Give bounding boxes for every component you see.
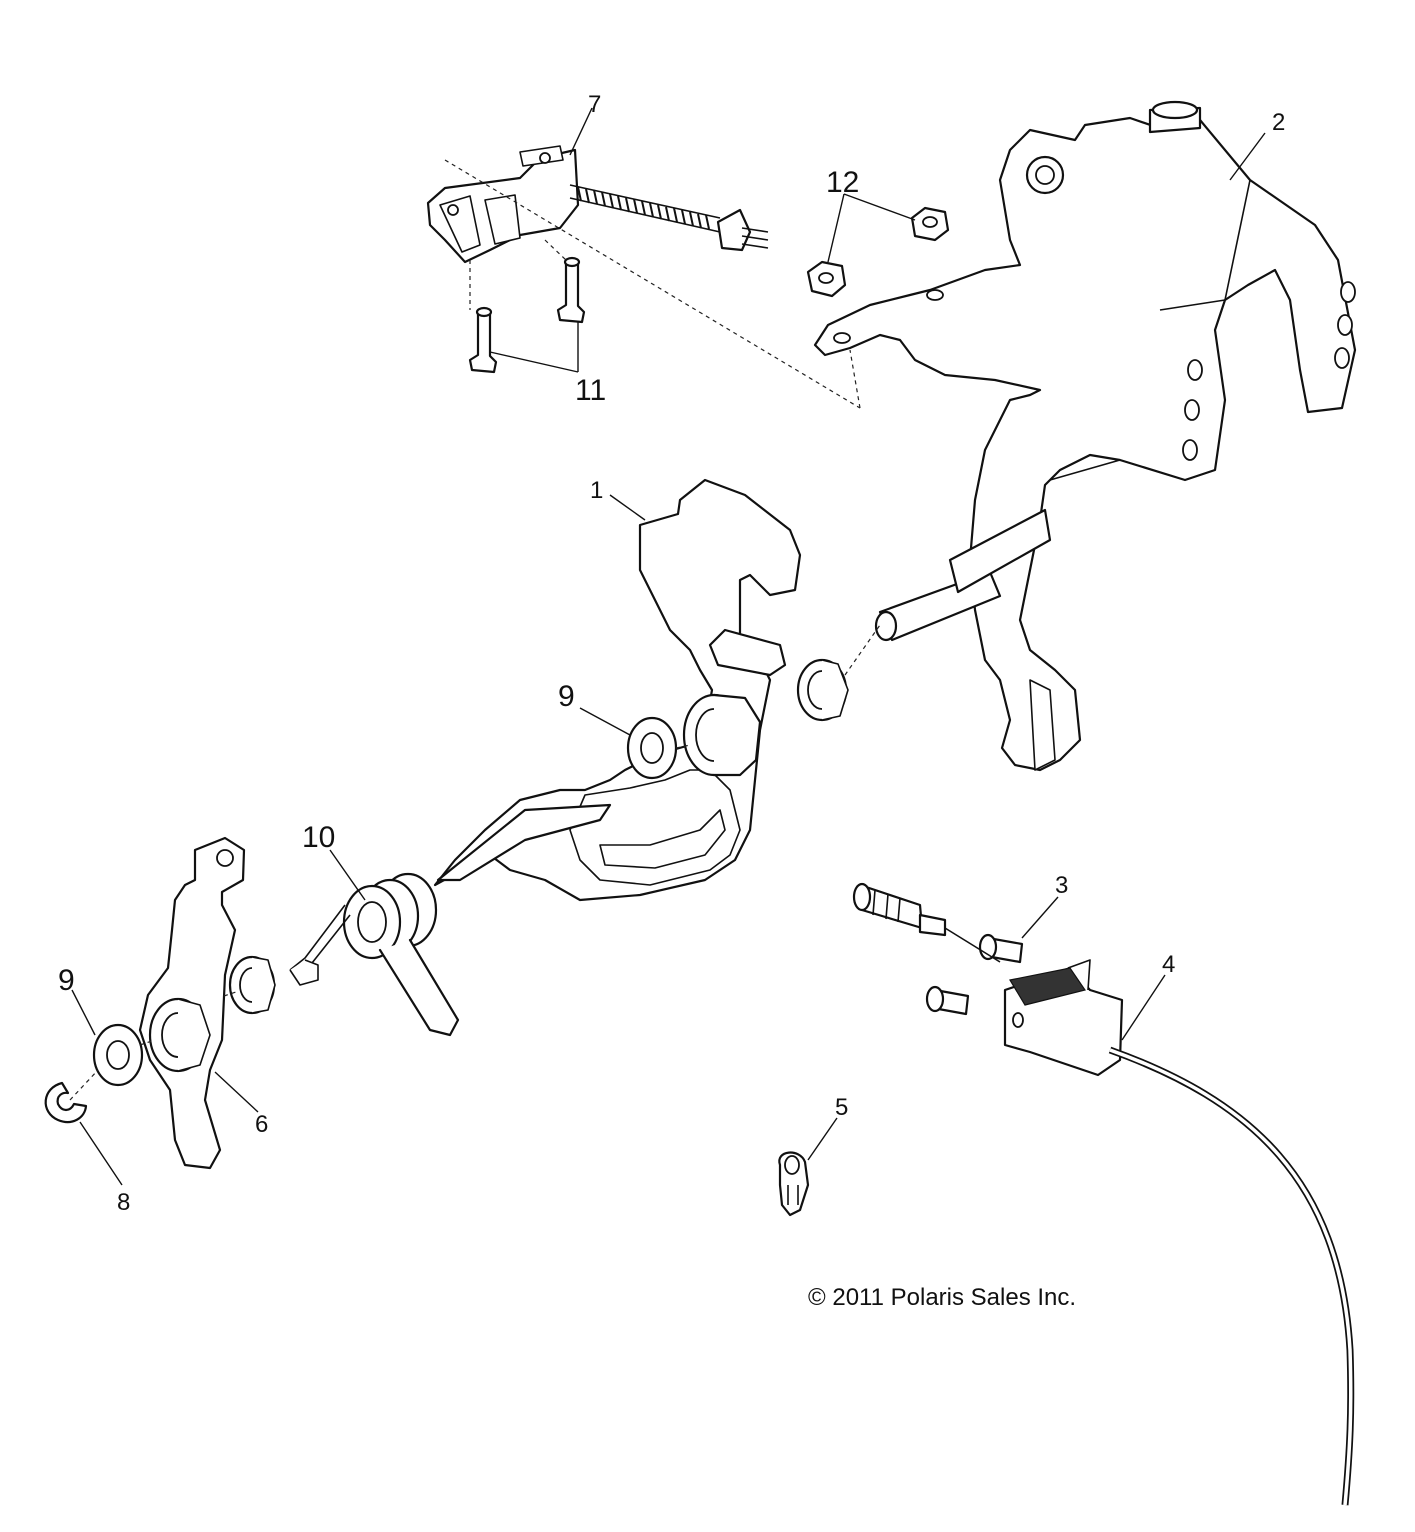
bushing-upper xyxy=(796,658,849,722)
callout-4: 4 xyxy=(1162,951,1175,978)
part-8-clip xyxy=(44,1081,88,1124)
callout-1: 1 xyxy=(590,477,603,504)
callout-10: 10 xyxy=(302,821,335,854)
leader-lines xyxy=(71,107,1266,1186)
part-4-cable xyxy=(852,882,1355,1506)
part-3-pins xyxy=(925,933,1024,1016)
part-10-torsion-spring xyxy=(289,872,460,1037)
part-7-sensor-assembly xyxy=(426,145,769,264)
callout-7: 7 xyxy=(588,91,601,118)
assembly-lines xyxy=(69,159,881,1101)
callout-2: 2 xyxy=(1272,109,1285,136)
callout-8: 8 xyxy=(117,1189,130,1216)
copyright-text: © 2011 Polaris Sales Inc. xyxy=(808,1284,1076,1311)
callout-9-lower: 9 xyxy=(58,964,75,997)
callout-9-upper: 9 xyxy=(558,680,575,713)
callout-3: 3 xyxy=(1055,872,1068,899)
bushing-lower xyxy=(228,955,276,1015)
part-1-lever xyxy=(433,478,802,902)
part-12-nuts xyxy=(806,206,950,298)
part-6-lever-plate xyxy=(138,836,246,1170)
part-5-cable-clip xyxy=(778,1151,810,1217)
callout-11: 11 xyxy=(575,374,606,407)
part-9-washer-lower xyxy=(92,1023,144,1087)
callout-6: 6 xyxy=(255,1111,268,1138)
part-9-washer-upper xyxy=(626,716,678,780)
callout-numbers: 1 2 3 4 5 6 7 8 9 9 10 11 12 xyxy=(58,91,1285,1216)
part-2-bracket xyxy=(813,100,1357,772)
callout-12: 12 xyxy=(826,166,859,199)
callout-5: 5 xyxy=(835,1094,848,1121)
part-11-bolts xyxy=(468,256,586,374)
